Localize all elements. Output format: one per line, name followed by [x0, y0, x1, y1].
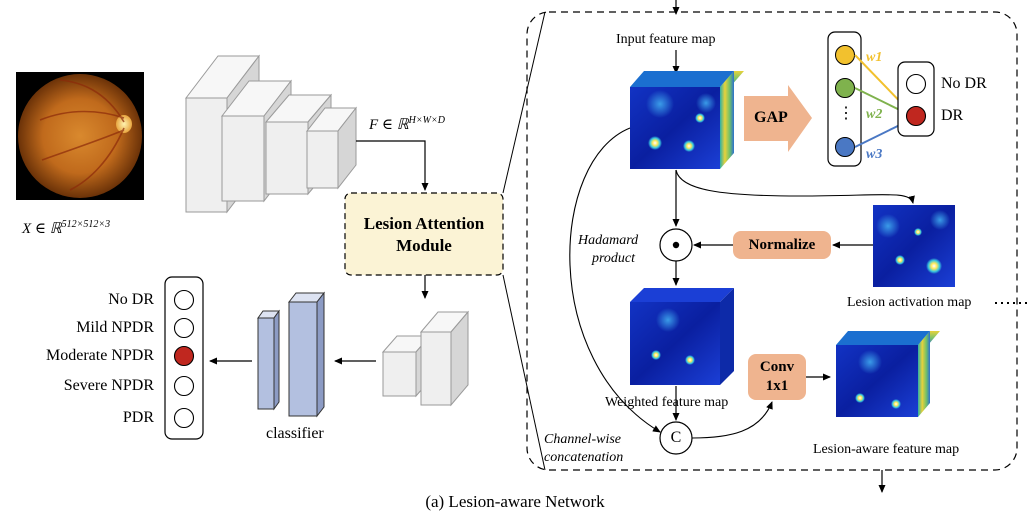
weight-w3-label: w3: [866, 147, 883, 162]
concat-label-line2: concatenation: [544, 450, 624, 465]
input-feature-map-cube: [630, 71, 744, 169]
encoder-block-4: [305, 106, 358, 190]
vertical-ellipsis: ⋮: [838, 105, 854, 122]
lam-detail-frame: [526, 11, 1018, 471]
binary-label-dr: DR: [941, 107, 964, 124]
conv-label-line2: 1x1: [765, 378, 789, 394]
grade-label-no-dr: No DR: [108, 291, 154, 308]
grade-nodes: [173, 289, 195, 429]
weight-w2-label: w2: [866, 107, 883, 122]
weight-node-panel: [827, 31, 862, 167]
figure-caption: (a) Lesion-aware Network: [425, 492, 605, 511]
fundus-image: [16, 72, 144, 200]
lesion-activation-map-image: [873, 205, 955, 287]
hadamard-label-line1: Hadamard: [578, 233, 639, 248]
weighted-feature-map-label: Weighted feature map: [605, 395, 729, 410]
arrow-encoder-to-lam: [356, 140, 429, 191]
input-feature-map-label: Input feature map: [616, 32, 716, 47]
encoder-blocks: [184, 54, 358, 214]
feature-map-label: F ∈ ℝH×W×D: [369, 115, 445, 133]
grade-node-mild-npdr: [173, 317, 195, 339]
grade-label-severe-npdr: Severe NPDR: [63, 377, 154, 394]
conv-label-line1: Conv: [759, 359, 795, 375]
grade-node-pdr: [173, 407, 195, 429]
post-lam-blocks: [381, 310, 470, 407]
grade-node-severe-npdr: [173, 375, 195, 397]
classifier-bars: [257, 291, 326, 418]
gap-label: GAP: [754, 109, 788, 126]
grade-label-mild-npdr: Mild NPDR: [76, 319, 154, 336]
classifier-label: classifier: [266, 425, 324, 442]
weight-w1-label: w1: [866, 50, 883, 65]
lam-title-line1: Lesion Attention: [363, 214, 485, 233]
hadamard-label-line2: product: [592, 251, 636, 266]
grade-node-moderate-npdr: [173, 345, 195, 367]
lesion-aware-feature-map-cube: [836, 331, 940, 417]
grade-label-moderate-npdr: Moderate NPDR: [46, 347, 154, 364]
grade-node-no-dr: [173, 289, 195, 311]
gap-arrow: [744, 85, 812, 152]
normalize-label: Normalize: [748, 237, 816, 253]
lam-title-line2: Module: [396, 236, 452, 255]
concat-symbol: C: [670, 429, 682, 446]
weighted-feature-map-cube: [630, 288, 734, 385]
lesion-aware-feature-map-label: Lesion-aware feature map: [813, 442, 960, 457]
grade-label-pdr: PDR: [122, 409, 154, 426]
binary-label-no-dr: No DR: [941, 75, 987, 92]
lam-box: [344, 192, 504, 276]
concat-label-line1: Channel-wise: [544, 432, 621, 447]
normalize-box: [733, 231, 831, 259]
input-image-label: X ∈ ℝ512×512×3: [22, 219, 111, 237]
conv-1x1-box: [748, 354, 806, 400]
lesion-activation-map-label: Lesion activation map: [847, 295, 972, 310]
